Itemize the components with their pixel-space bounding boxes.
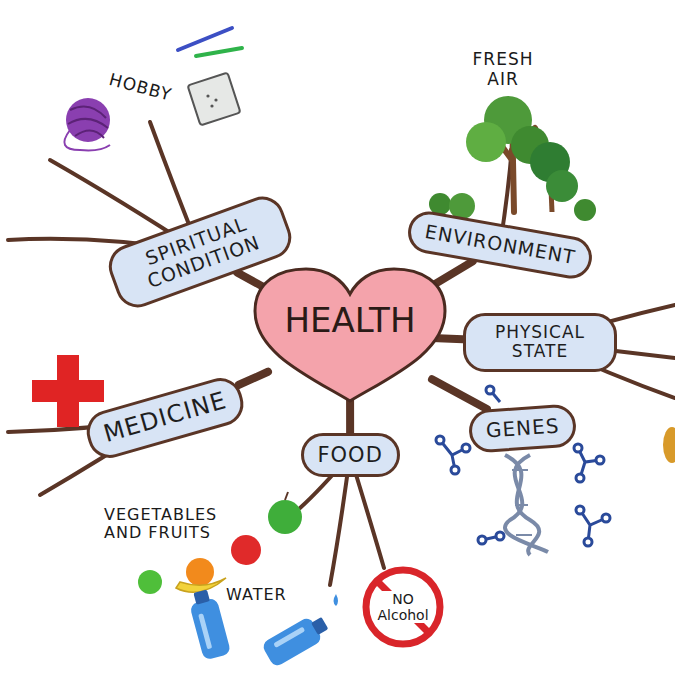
- yarn-ball-part: [68, 106, 108, 138]
- molecule-icons: [436, 386, 610, 546]
- topic-text: GENES: [485, 414, 560, 442]
- fruits-part: [231, 535, 261, 565]
- yarn-ball: [64, 98, 110, 150]
- pencils: [178, 28, 242, 56]
- topic-text: PHYSICAL STATE: [480, 323, 600, 362]
- topic-box: MEDICINE: [82, 373, 249, 463]
- topic-text: MEDICINE: [101, 387, 230, 448]
- paper-sheet-part: [188, 73, 241, 126]
- molecule-icons-part: [584, 538, 592, 546]
- molecule-icons-part: [436, 436, 444, 444]
- paper-sheet: [188, 73, 241, 126]
- trees: [429, 96, 596, 221]
- fruits-part: [186, 558, 214, 586]
- red-cross-part: [32, 380, 104, 402]
- molecule-icons-part: [478, 536, 486, 544]
- water-bottles-part: [187, 588, 232, 661]
- no-sign: [366, 570, 440, 644]
- branch-connector: [432, 379, 487, 409]
- edge-object: [663, 427, 675, 463]
- molecule-icons-part: [596, 456, 604, 464]
- edge-object-part: [663, 427, 675, 463]
- molecule-icons-part: [462, 444, 470, 452]
- branch-label: HOBBY: [107, 70, 174, 105]
- water-bottles-part: [311, 617, 328, 635]
- branch-line: [239, 372, 268, 385]
- paper-sheet-part: [206, 94, 209, 97]
- branch-label: WATER: [226, 586, 287, 604]
- paper-sheet-part: [214, 98, 217, 101]
- molecule-icons-part: [574, 444, 582, 452]
- paper-sheet-part: [210, 104, 213, 107]
- molecule-icons-part: [496, 532, 504, 540]
- molecule-icons-part: [576, 506, 584, 514]
- center-title: HEALTH: [250, 303, 450, 337]
- branch-line: [432, 379, 487, 409]
- fruits-part: [268, 500, 302, 534]
- trees-part: [574, 199, 596, 221]
- topic-text: ENVIRONMENT: [423, 221, 577, 269]
- water-bottles-part: [189, 597, 231, 660]
- pencils-part: [196, 48, 242, 56]
- topic-box: GENES: [467, 403, 577, 453]
- fruits-part: [176, 578, 226, 592]
- branch-label: NO Alcohol: [374, 591, 432, 623]
- dna-helix: [505, 455, 548, 555]
- water-bottles-part: [334, 594, 339, 606]
- topic-box: FOOD: [301, 433, 400, 477]
- topic-box: PHYSICAL STATE: [463, 313, 617, 372]
- topic-box: ENVIRONMENT: [405, 208, 596, 282]
- molecule-icons-part: [451, 466, 459, 474]
- dna-helix-part: [505, 455, 548, 552]
- water-bottles-part: [261, 611, 332, 668]
- branch-label: FRESH AIR: [462, 50, 544, 89]
- molecule-icons-part: [576, 474, 584, 482]
- trees-part: [546, 170, 578, 202]
- water-bottles-part: [198, 613, 212, 649]
- water-bottles-part: [273, 627, 305, 648]
- pencils-part: [178, 28, 232, 50]
- molecule-icons-part: [602, 514, 610, 522]
- branch-connector: [239, 372, 268, 385]
- yarn-ball-part: [64, 130, 110, 150]
- water-bottles-part: [193, 589, 210, 604]
- trees-part: [466, 122, 506, 162]
- molecule-icons-part: [486, 386, 494, 394]
- side-branches: [8, 110, 675, 585]
- fruits-part: [138, 570, 162, 594]
- fruits-part: [285, 492, 288, 500]
- topic-text: FOOD: [318, 443, 383, 467]
- dna-helix-part: [512, 470, 532, 535]
- branch-label: VEGETABLES AND FRUITS: [104, 506, 232, 543]
- no-sign-part: [366, 570, 440, 644]
- heart-node: HEALTH: [250, 265, 450, 405]
- yarn-ball-part: [66, 98, 110, 142]
